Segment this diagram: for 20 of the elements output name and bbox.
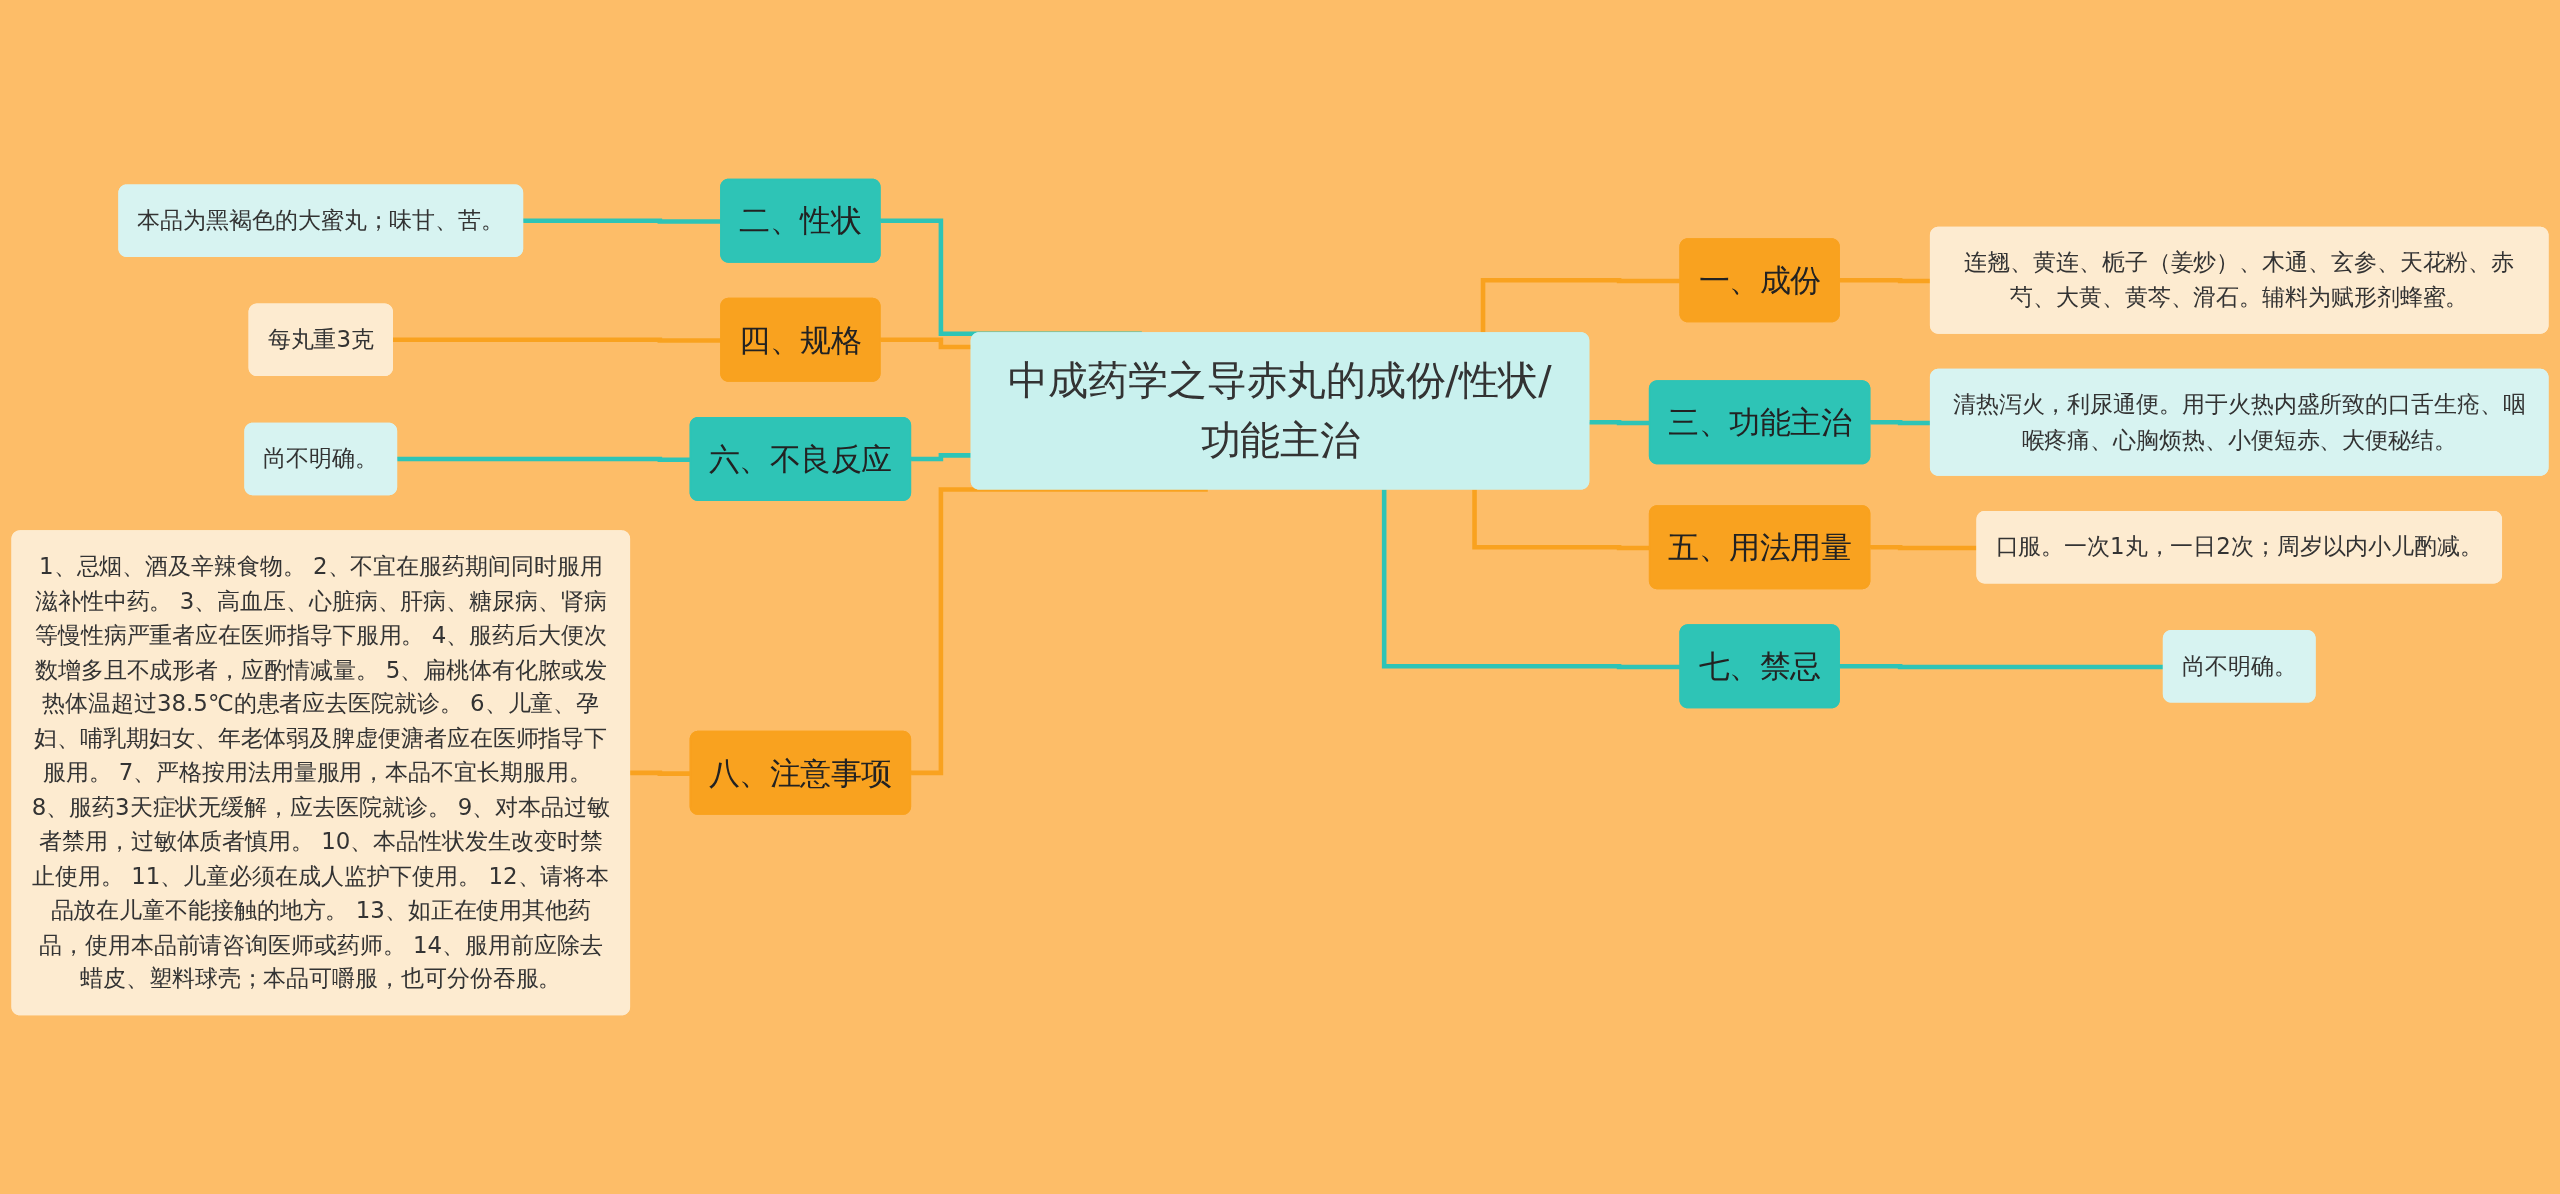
detail-note: 口服。一次1丸，一日2次；周岁以内小儿酌减。 (1976, 510, 2503, 584)
branch-topic: 二、性状 (720, 178, 881, 263)
detail-note: 尚不明确。 (244, 422, 398, 496)
branch-topic: 六、不良反应 (689, 416, 912, 501)
connector-line (1480, 277, 1681, 334)
branch-topic: 四、规格 (720, 297, 881, 382)
detail-note: 清热泻火，利尿通便。用于火热内盛所致的口舌生疮、咽喉疼痛、心胸烦热、小便短赤、大便秘结。 (1929, 368, 2549, 476)
detail-note: 1、忌烟、酒及辛辣食物。 2、不宜在服药期间同时服用滋补性中药。 3、高血压、心脏病、肝病、糖尿病、肾病等慢性病严重者应在医师指导下服用。 4、服药后大便次数增多且不成形者，应酌情减量。 5、扁桃体有化脓或发热体温超过38.5℃的患者应去医院就诊。 6、儿童、孕妇、哺乳期妇女、年老体弱及脾虚便溏者应在医师指导下服用。 7、严格按用法用量服用，本品不宜长期服用。 8、服药3天症状无缓解，应去医院就诊。 9、对本品过敏者禁用，过敏体质者慎用。 10、本品性状发生改变时禁止使用。 11、儿童必须在成人监护下使用。 12、请将本品放在儿童不能接触的地方。 13、如正在使用其他药品，使用本品前请咨询医师或药师。 14、服用前应除去蜡皮、塑料球壳；本品可嚼服，也可分份吞服。 (11, 530, 631, 1016)
branch-topic: 八、注意事项 (689, 730, 912, 815)
branch-topic: 三、功能主治 (1648, 380, 1871, 465)
branch-topic: 五、用法用量 (1648, 505, 1871, 590)
central-topic: 中成药学之导赤丸的成份/性状/功能主治 (970, 332, 1590, 490)
branch-topic: 七、禁忌 (1679, 624, 1840, 709)
detail-note: 尚不明确。 (2162, 630, 2316, 703)
connector-line (1381, 489, 1681, 670)
branch-topic: 一、成份 (1679, 238, 1840, 323)
detail-note: 本品为黑褐色的大蜜丸；味甘、苦。 (118, 184, 524, 257)
connector-line (520, 218, 722, 224)
detail-note: 每丸重3克 (248, 303, 393, 377)
detail-note: 连翘、黄连、栀子（姜炒）、木通、玄参、天花粉、赤芍、大黄、黄芩、滑石。辅料为赋形剂蜂蜜。 (1929, 226, 2549, 334)
